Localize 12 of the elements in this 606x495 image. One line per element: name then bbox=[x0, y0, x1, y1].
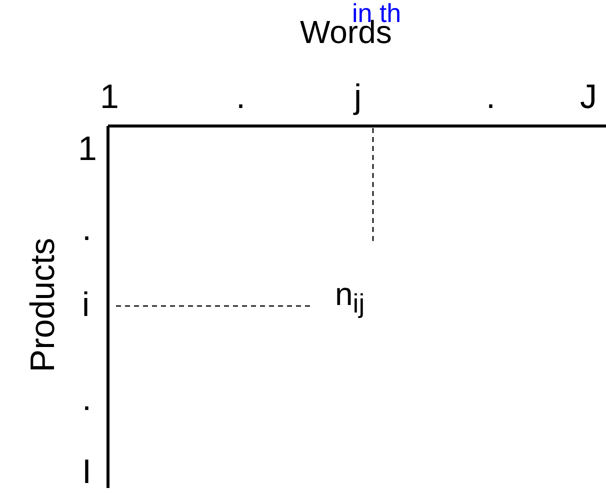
tick-label: . bbox=[82, 382, 92, 416]
matrix-entry: n$_{ij}$ bbox=[335, 278, 365, 318]
tick-label: j bbox=[354, 80, 362, 114]
tick-label: 1 bbox=[100, 80, 119, 114]
axis-title: Products bbox=[26, 238, 60, 372]
tick-label: i bbox=[82, 288, 90, 322]
tick-label: J bbox=[580, 80, 597, 114]
tick-label: 1 bbox=[78, 132, 97, 166]
tick-label: I bbox=[82, 455, 92, 489]
tick-label: . bbox=[236, 80, 246, 114]
tick-label: . bbox=[82, 212, 92, 246]
tick-label: . bbox=[486, 80, 496, 114]
